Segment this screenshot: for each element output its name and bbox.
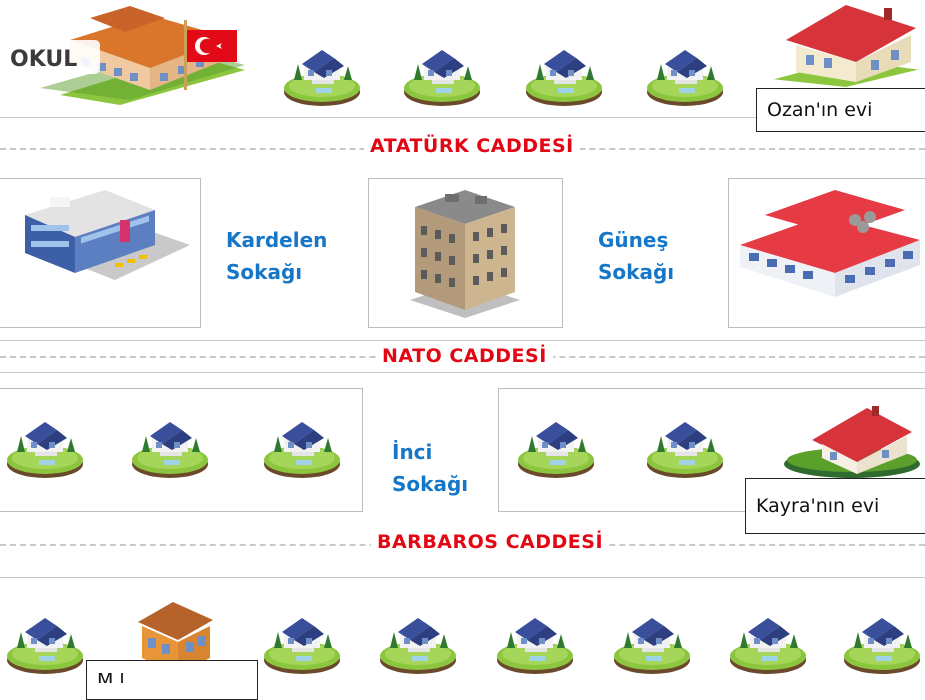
hospital-building-icon [740,190,920,297]
sokak-kardelen-line2: Sokağı [226,260,303,284]
small-house-icon [518,422,594,478]
road-edge-top-2 [0,340,925,341]
road-edge-top-4 [0,577,925,578]
small-house-icon [404,50,480,106]
sokak-kardelen-line1: Kardelen [226,228,328,252]
kayra-house-label: Kayra'nın evi [745,478,925,534]
small-house-icon [7,618,83,674]
apartment-building-icon [410,190,520,318]
bottom-house-label: M l [86,660,258,700]
small-house-icon [380,618,456,674]
road-edge-top-1 [0,117,925,118]
small-house-icon [647,422,723,478]
school-label: OKUL [10,47,77,72]
school-building-icon: OKUL [8,6,245,105]
ozan-house-label: Ozan'ın evi [756,88,925,132]
bottom-house-label-text: M l [97,673,125,683]
sokak-inci-line2: Sokağı [392,472,469,496]
small-house-icon [284,50,360,106]
street-name-nato: NATO CADDESİ [376,345,553,367]
red-roof-house-icon [770,5,922,89]
red-roof-house-icon [784,406,920,478]
turkish-flag-icon [184,20,237,90]
small-house-icon [132,422,208,478]
sokak-gunes: Güneş Sokağı [598,224,674,288]
small-house-icon [844,618,920,674]
small-house-icon [264,618,340,674]
small-house-icon [526,50,602,106]
small-house-icon [264,422,340,478]
small-house-icon [647,50,723,106]
sokak-gunes-line1: Güneş [598,228,669,252]
road-edge-top-3 [0,372,925,373]
street-name-barbaros: BARBAROS CADDESİ [371,531,610,553]
shopping-mall-icon [25,190,190,280]
small-house-icon [614,618,690,674]
small-house-icon [497,618,573,674]
small-house-icon [7,422,83,478]
sokak-inci: İnci Sokağı [392,436,468,500]
street-name-ataturk: ATATÜRK CADDESİ [364,135,580,157]
sokak-gunes-line2: Sokağı [598,260,675,284]
sokak-inci-line1: İnci [392,440,433,464]
sokak-kardelen: Kardelen Sokağı [226,224,327,288]
small-house-icon [730,618,806,674]
